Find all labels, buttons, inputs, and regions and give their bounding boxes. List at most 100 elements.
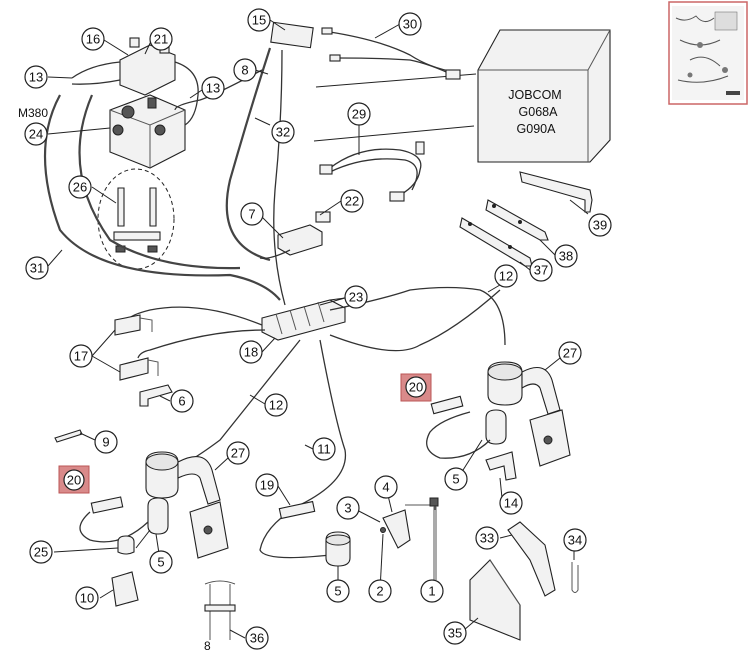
sensor-assembly-right[interactable] <box>426 361 571 481</box>
thumbnail-preview[interactable] <box>668 1 748 105</box>
connector-pair-17[interactable] <box>114 314 159 381</box>
callout-27-left[interactable]: 27 <box>226 441 250 465</box>
callout-9[interactable]: 9 <box>94 430 118 454</box>
callout-30[interactable]: 30 <box>398 12 422 36</box>
harness-29[interactable] <box>319 141 425 202</box>
bracket-set[interactable] <box>459 171 593 267</box>
callout-39[interactable]: 39 <box>588 213 612 237</box>
svg-text:6: 6 <box>178 394 185 409</box>
bracket-6[interactable] <box>139 384 173 407</box>
svg-text:5: 5 <box>334 584 341 599</box>
svg-text:25: 25 <box>34 545 48 560</box>
callout-19[interactable]: 19 <box>255 473 279 497</box>
svg-text:5: 5 <box>157 555 164 570</box>
callout-17[interactable]: 17 <box>69 344 93 368</box>
svg-text:18: 18 <box>244 345 258 360</box>
bracket-parts-1-4[interactable] <box>380 497 439 580</box>
svg-text:11: 11 <box>317 442 331 457</box>
callout-2[interactable]: 2 <box>368 579 392 603</box>
svg-text:30: 30 <box>403 17 417 32</box>
callout-7[interactable]: 7 <box>240 202 264 226</box>
harness-30[interactable] <box>321 27 461 80</box>
mounting-pin-36[interactable] <box>204 580 236 640</box>
shield-plates[interactable] <box>469 521 579 641</box>
callout-5-center[interactable]: 5 <box>326 579 350 603</box>
jobcom-ecu-box[interactable]: JOBCOM G068A G090A <box>477 29 611 163</box>
svg-text:5: 5 <box>452 472 459 487</box>
callout-5-left[interactable]: 5 <box>149 550 173 574</box>
callout-36[interactable]: 36 <box>245 626 269 650</box>
callout-38[interactable]: 38 <box>554 244 578 268</box>
svg-text:22: 22 <box>345 194 359 209</box>
callout-18[interactable]: 18 <box>239 340 263 364</box>
svg-text:8: 8 <box>241 63 248 78</box>
bolt-kit-26[interactable] <box>97 168 175 270</box>
svg-text:34: 34 <box>568 533 582 548</box>
svg-text:14: 14 <box>504 496 518 511</box>
strip-9[interactable] <box>54 429 83 443</box>
svg-text:38: 38 <box>559 249 573 264</box>
callout-20-left[interactable]: 20 <box>63 469 85 491</box>
svg-text:7: 7 <box>248 207 255 222</box>
svg-text:21: 21 <box>154 32 168 47</box>
callout-35[interactable]: 35 <box>443 621 467 645</box>
callout-37[interactable]: 37 <box>529 258 553 282</box>
callout-3[interactable]: 3 <box>336 496 360 520</box>
callout-5-right[interactable]: 5 <box>444 467 468 491</box>
svg-text:12: 12 <box>269 398 283 413</box>
callout-24[interactable]: 24 <box>24 122 48 146</box>
callout-12-mid[interactable]: 12 <box>264 393 288 417</box>
callout-4[interactable]: 4 <box>374 475 398 499</box>
callout-31[interactable]: 31 <box>25 256 49 280</box>
callout-20-right[interactable]: 20 <box>405 376 427 398</box>
leader-lines <box>47 19 589 639</box>
connector-block-23[interactable] <box>127 286 506 559</box>
sensor-assembly-left[interactable] <box>79 451 229 607</box>
svg-text:19: 19 <box>260 478 274 493</box>
callout-11[interactable]: 11 <box>312 437 336 461</box>
callout-34[interactable]: 34 <box>563 528 587 552</box>
callout-1[interactable]: 1 <box>420 579 444 603</box>
svg-text:37: 37 <box>534 263 548 278</box>
label-m380: M380 <box>18 106 48 120</box>
callout-21[interactable]: 21 <box>149 27 173 51</box>
callout-27-right[interactable]: 27 <box>558 341 582 365</box>
sensor-assembly-center[interactable] <box>278 500 351 567</box>
callout-13-left[interactable]: 13 <box>24 65 48 89</box>
ecu-label-line3: G090A <box>517 122 557 136</box>
callout-29[interactable]: 29 <box>347 102 371 126</box>
callout-25[interactable]: 25 <box>29 540 53 564</box>
harness-main[interactable] <box>43 21 314 306</box>
svg-text:31: 31 <box>30 261 44 276</box>
ecu-label-line1: JOBCOM <box>508 88 561 102</box>
label-8-mark: 8 <box>204 639 211 652</box>
valve-block-assembly[interactable] <box>71 37 199 169</box>
callout-13-right[interactable]: 13 <box>201 76 225 100</box>
callout-33[interactable]: 33 <box>475 526 499 550</box>
callout-22[interactable]: 22 <box>340 189 364 213</box>
svg-text:15: 15 <box>252 13 266 28</box>
svg-text:16: 16 <box>86 32 100 47</box>
callout-12-top[interactable]: 12 <box>494 264 518 288</box>
svg-text:33: 33 <box>480 531 494 546</box>
svg-text:3: 3 <box>344 501 351 516</box>
svg-text:29: 29 <box>352 107 366 122</box>
callout-15[interactable]: 15 <box>247 8 271 32</box>
callout-10[interactable]: 10 <box>75 586 99 610</box>
callout-32[interactable]: 32 <box>271 120 295 144</box>
callout-23[interactable]: 23 <box>344 285 368 309</box>
svg-text:13: 13 <box>206 81 220 96</box>
callout-16[interactable]: 16 <box>81 27 105 51</box>
callout-26[interactable]: 26 <box>68 175 92 199</box>
svg-text:10: 10 <box>80 591 94 606</box>
svg-text:1: 1 <box>428 584 435 599</box>
ecu-label-line2: G068A <box>519 105 559 119</box>
connector-unit-7[interactable] <box>259 211 331 259</box>
svg-text:27: 27 <box>231 446 245 461</box>
callout-6[interactable]: 6 <box>170 389 194 413</box>
svg-text:2: 2 <box>376 584 383 599</box>
svg-text:24: 24 <box>29 127 43 142</box>
svg-text:26: 26 <box>73 180 87 195</box>
callout-8[interactable]: 8 <box>233 58 257 82</box>
callout-14[interactable]: 14 <box>499 491 523 515</box>
